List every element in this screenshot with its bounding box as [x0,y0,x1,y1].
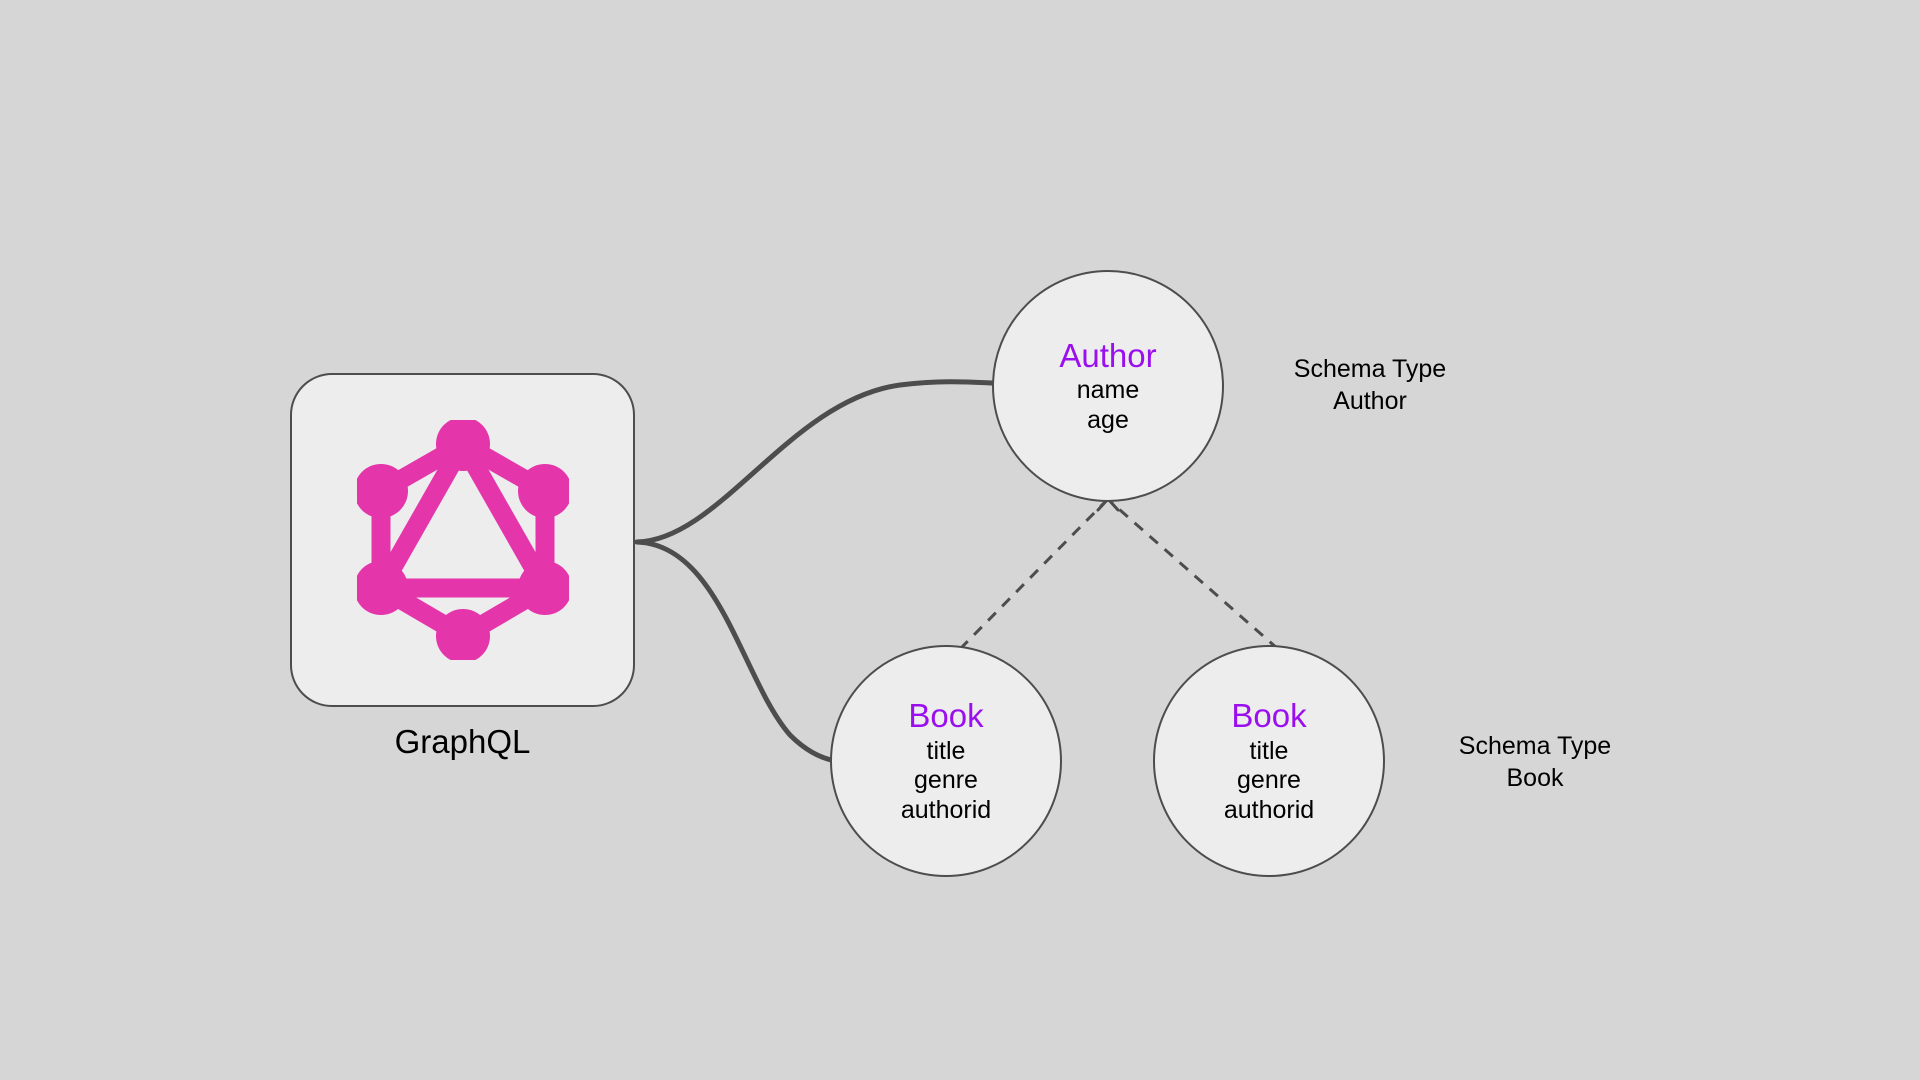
node-type-name: Author [1059,336,1157,374]
node-type-name: Book [908,696,984,734]
edge-book-1-to-author [958,501,1106,651]
annotation-author: Schema Type Author [1155,353,1585,417]
graphql-logo-label: GraphQL [394,723,531,760]
schema-node-author[interactable]: Author name age [992,270,1224,502]
edge-graphql-to-book-1 [634,539,839,764]
node-field-title: title [926,736,966,765]
annotation-book-line1: Schema Type [1458,732,1612,760]
annotation-author-line2: Author [1333,387,1407,415]
graphql-logo-icon [356,420,569,660]
node-type-name: Book [1231,696,1307,734]
annotation-book-line2: Book [1506,764,1564,792]
node-field-name: name [1076,376,1140,405]
node-field-genre: genre [914,766,978,795]
node-field-age: age [1087,405,1129,434]
edge-book-2-to-author [1111,501,1279,651]
node-field-genre: genre [1237,766,1301,795]
node-field-authorid: authorid [1223,795,1315,824]
annotation-book: Schema Type Book [1320,730,1750,794]
edge-graphql-to-author [634,379,995,545]
graphql-logo-card[interactable] [290,373,635,707]
node-field-title: title [1249,736,1289,765]
annotation-author-line1: Schema Type [1293,355,1447,383]
schema-node-book-1[interactable]: Book title genre authorid [830,645,1062,877]
schema-node-book-2[interactable]: Book title genre authorid [1153,645,1385,877]
node-field-authorid: authorid [900,795,992,824]
